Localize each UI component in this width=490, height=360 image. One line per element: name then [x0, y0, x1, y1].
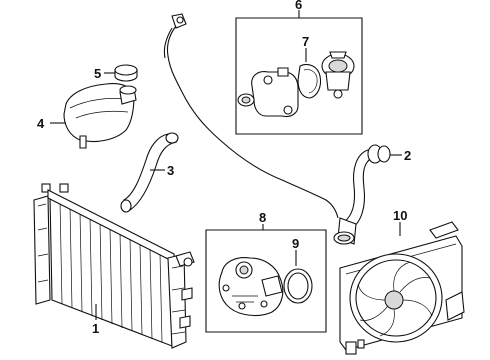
- cooling-fan: [349, 253, 443, 343]
- thermostat: [321, 51, 355, 99]
- reservoir-cap: [114, 64, 138, 82]
- water-pump: [218, 257, 284, 317]
- callout-10: 10: [393, 208, 407, 223]
- thermostat-assembly-box: [235, 10, 363, 135]
- callout-1: 1: [92, 321, 99, 336]
- callout-9: 9: [292, 236, 299, 251]
- water-pump-gasket: [283, 268, 313, 304]
- callout-5: 5: [94, 66, 101, 81]
- callout-6: 6: [295, 0, 302, 12]
- radiator-core-fins: [59, 200, 163, 343]
- coolant-reservoir: [63, 83, 137, 149]
- callout-4: 4: [37, 116, 45, 131]
- thermostat-gasket: [297, 63, 322, 99]
- callout-7: 7: [302, 34, 309, 49]
- thermostat-housing: [237, 67, 299, 118]
- coolant-bleed-line: [163, 13, 339, 219]
- upper-radiator-hose: [333, 144, 391, 245]
- callout-8: 8: [259, 210, 266, 225]
- callout-2: 2: [404, 148, 411, 163]
- water-pump-box: [205, 224, 327, 333]
- lower-radiator-hose: [120, 132, 179, 213]
- radiator: [33, 183, 195, 349]
- callout-3: 3: [167, 163, 174, 178]
